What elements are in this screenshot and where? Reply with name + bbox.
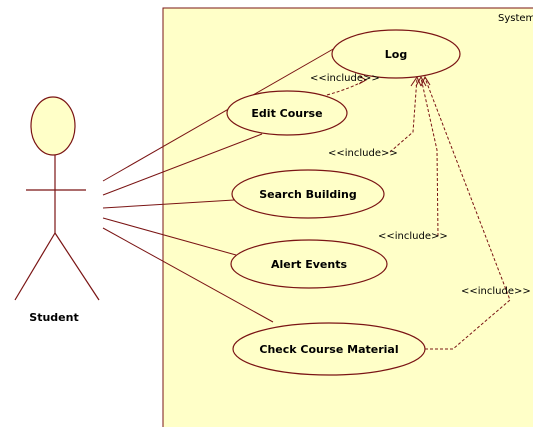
use-case-search-building[interactable] — [231, 169, 385, 219]
use-case-search-building-label: Search Building — [259, 188, 357, 201]
association-alert-events — [102, 217, 237, 256]
include-label-check-course-material: <<include>> — [461, 286, 531, 297]
include-arrowhead-edit — [358, 75, 368, 85]
use-case-alert-events-label: Alert Events — [271, 258, 347, 271]
include-check-course-material-line — [424, 77, 511, 350]
use-case-alert-events[interactable] — [230, 239, 388, 289]
actor-right-leg — [54, 232, 100, 301]
actor-label: Student — [29, 311, 78, 324]
association-log — [102, 47, 336, 182]
actor-head — [30, 96, 76, 156]
include-arrowhead-check — [420, 75, 431, 87]
system-label: System — [498, 13, 533, 24]
use-case-log-label: Log — [385, 48, 407, 61]
association-edit-course — [102, 133, 263, 196]
include-search-building-line — [389, 77, 418, 153]
include-arrowhead-alert — [415, 75, 427, 87]
use-case-edit-course[interactable] — [226, 90, 348, 136]
use-case-check-course-material-label: Check Course Material — [259, 343, 398, 356]
include-label-alert-events: <<include>> — [378, 231, 448, 242]
actor-left-leg — [14, 232, 56, 301]
include-label-edit-course: <<include>> — [310, 73, 380, 84]
use-case-check-course-material[interactable] — [232, 322, 426, 376]
include-alert-events-line — [420, 77, 439, 237]
association-check-course-material — [102, 227, 274, 323]
include-label-search-building: <<include>> — [328, 148, 398, 159]
use-case-edit-course-label: Edit Course — [251, 107, 322, 120]
association-search-building — [102, 199, 235, 209]
use-case-log[interactable] — [331, 29, 461, 79]
